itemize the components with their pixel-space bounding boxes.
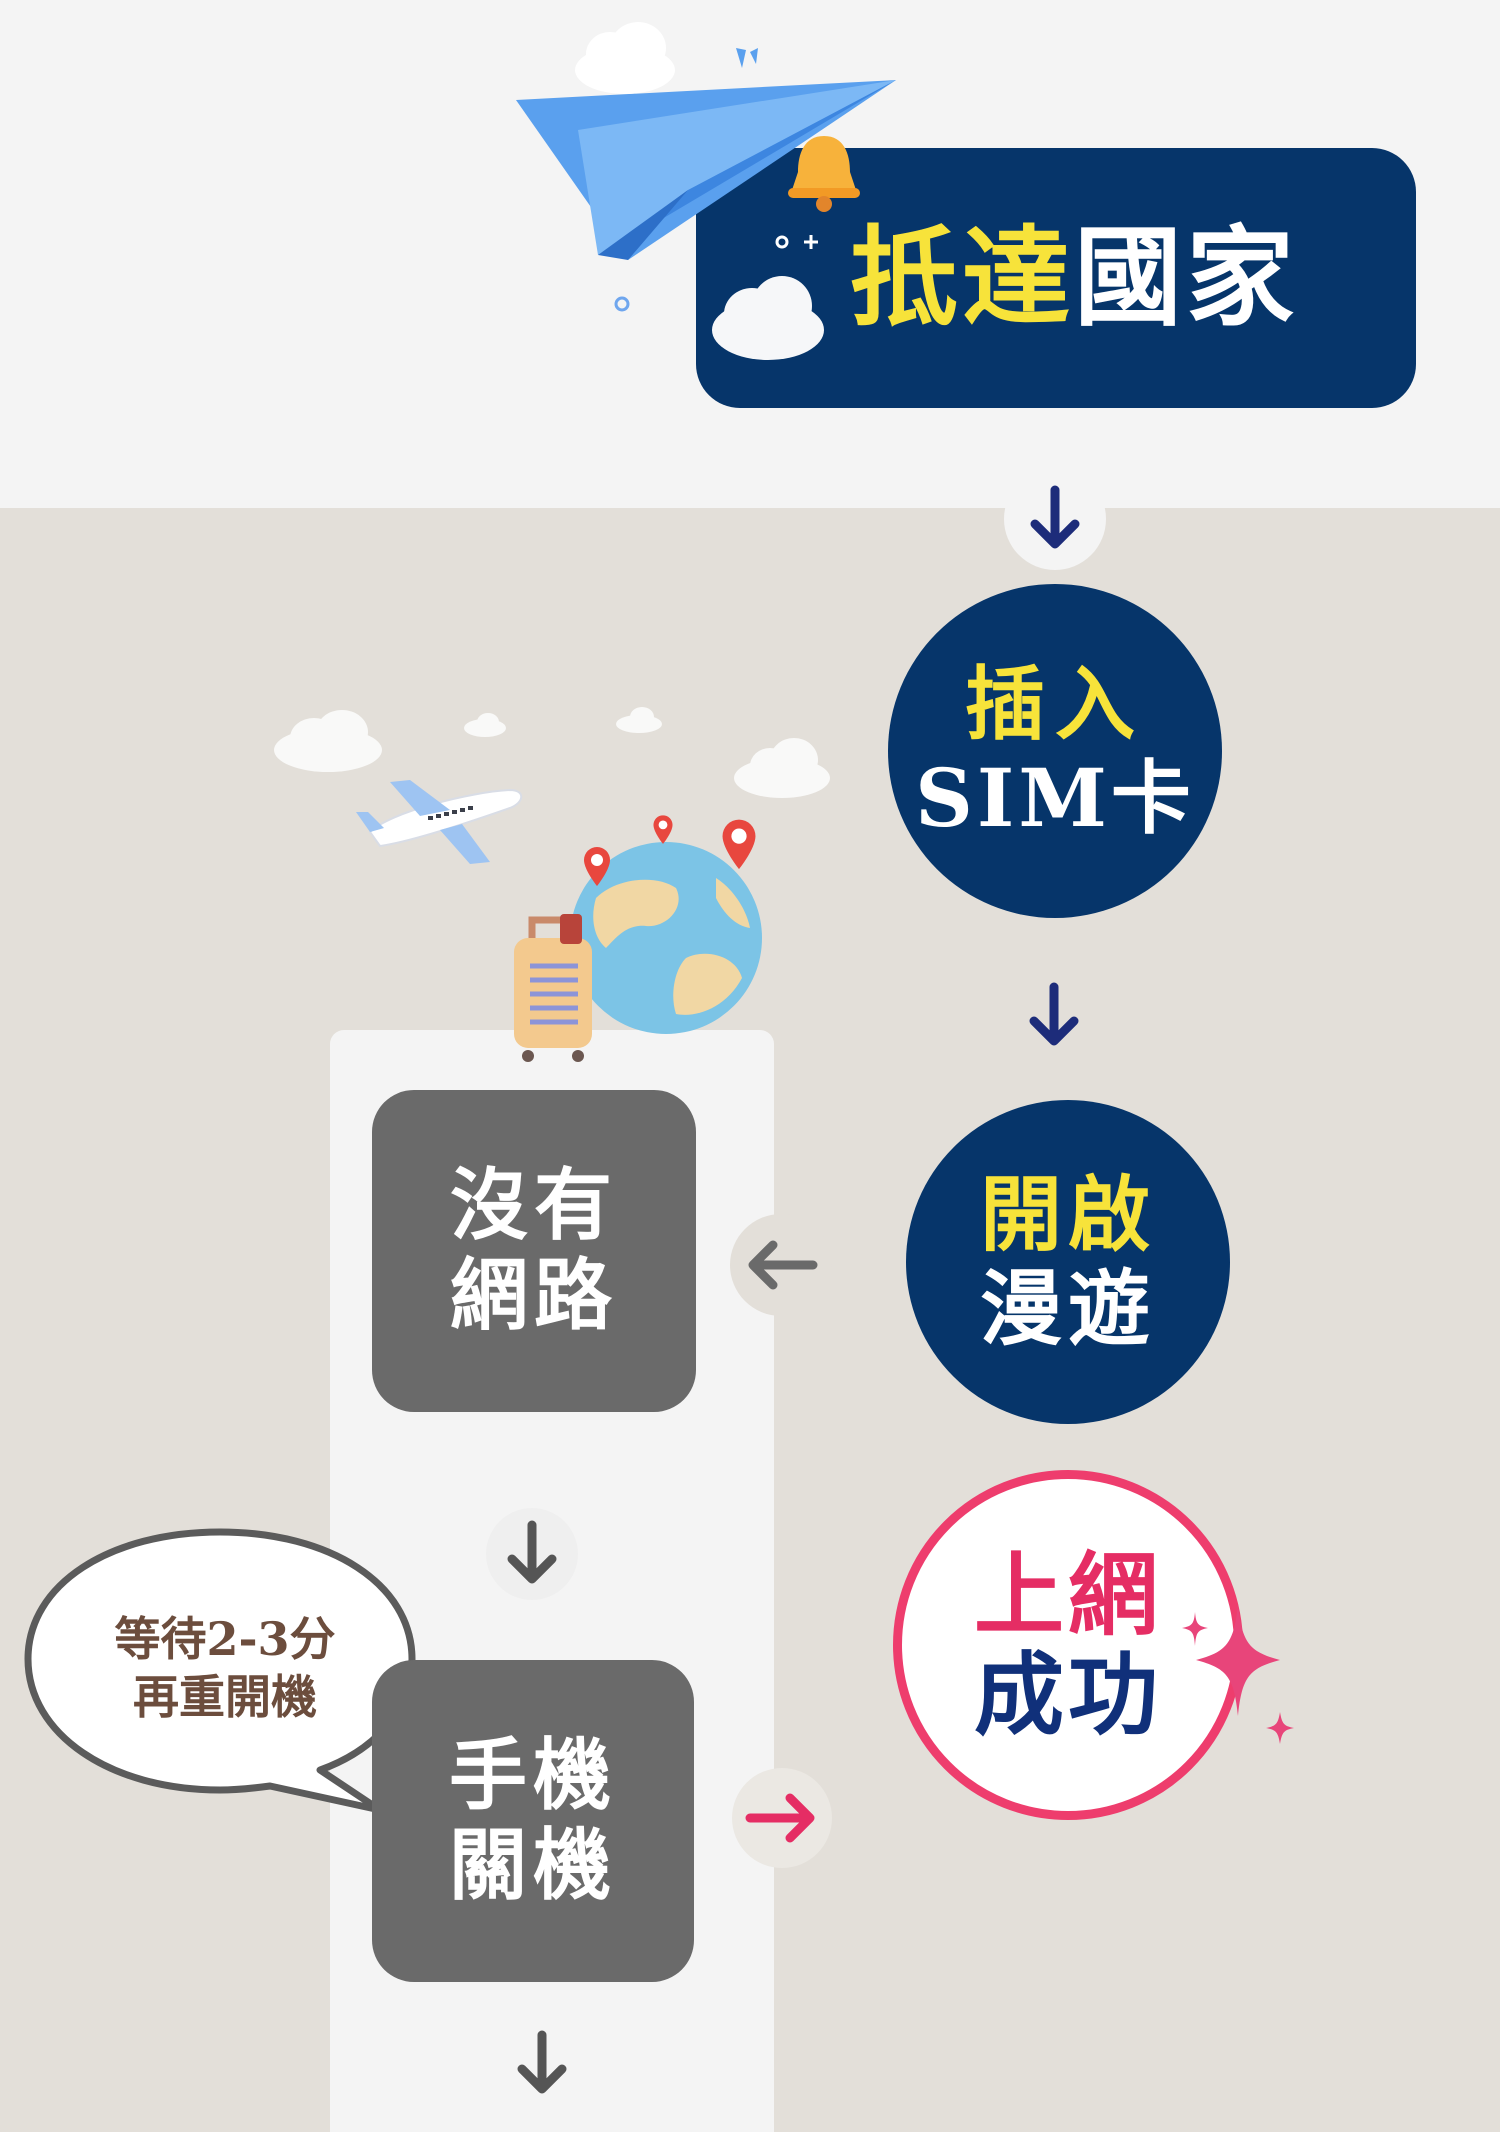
- step-insert-sim-line1: 插入: [965, 657, 1145, 751]
- cloud-icon: [274, 710, 382, 772]
- step-power-off: 手機 關機: [372, 1660, 694, 1982]
- arrow-right-icon: [732, 1768, 832, 1868]
- page-title: 抵達國家: [850, 218, 1370, 338]
- arrow-down-icon: [486, 1508, 578, 1600]
- bubble-line1: 等待2-3分: [114, 1612, 336, 1666]
- arrow-down-icon: [502, 2024, 582, 2104]
- step-success: 上網 成功: [893, 1470, 1243, 1820]
- arrow-left-icon: [730, 1214, 832, 1316]
- step-no-network: 沒有 網路: [372, 1090, 696, 1412]
- map-pin-icon: [653, 815, 673, 844]
- cloud-icon: [734, 738, 830, 798]
- sparkle-icon: [775, 235, 818, 249]
- airplane-icon: [356, 780, 523, 864]
- step-power-off-line2: 關機: [448, 1820, 617, 1911]
- cloud-icon: [575, 22, 675, 94]
- step-success-line2: 成功: [974, 1642, 1162, 1748]
- sparkle-icon: [736, 48, 758, 68]
- cloud-icon: [464, 713, 506, 737]
- step-success-line1: 上網: [974, 1542, 1162, 1648]
- map-pin-icon: [584, 847, 610, 886]
- arrow-down-icon: [1014, 976, 1094, 1056]
- title-rest: 國家: [1074, 215, 1299, 341]
- paper-plane-icon: [516, 80, 896, 260]
- sparkle-icon: [1182, 1612, 1208, 1646]
- step-insert-sim: 插入 SIM卡: [888, 584, 1222, 918]
- step-roaming: 開啟 漫遊: [906, 1100, 1230, 1424]
- step-no-network-line2: 網路: [449, 1250, 618, 1341]
- step-power-off-line1: 手機: [448, 1730, 617, 1821]
- step-insert-sim-line2: SIM卡: [915, 751, 1195, 845]
- title-highlight: 抵達: [850, 215, 1075, 341]
- arrow-down-icon: [1004, 468, 1106, 570]
- step-roaming-line1: 開啟: [979, 1167, 1156, 1263]
- step-no-network-line1: 沒有: [449, 1160, 618, 1251]
- map-pin-icon: [722, 819, 756, 870]
- bubble-line2: 再重開機: [133, 1670, 317, 1724]
- globe-icon: [570, 842, 762, 1034]
- sparkle-icon: [614, 296, 630, 312]
- sparkle-icon: [1196, 1604, 1294, 1744]
- step-roaming-line2: 漫遊: [979, 1261, 1156, 1357]
- bubble-text: 等待2-3分 再重開機: [60, 1610, 390, 1726]
- speech-bubble: [24, 1528, 416, 1814]
- suitcase-icon: [514, 914, 592, 1062]
- cloud-icon: [712, 276, 824, 360]
- bell-icon: [788, 136, 860, 212]
- cloud-icon: [616, 707, 662, 733]
